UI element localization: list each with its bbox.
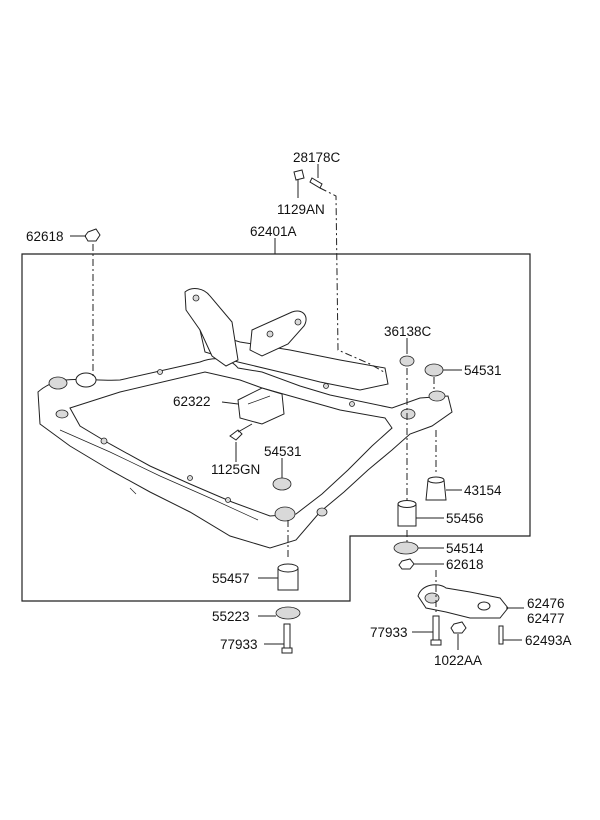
bolt-1125GN (229, 423, 253, 441)
washer-54514 (393, 541, 419, 555)
bushing-43154 (425, 476, 447, 501)
front-crossmember-62401A (37, 288, 453, 549)
bracket-62322 (237, 387, 285, 425)
label-55223: 55223 (212, 609, 250, 624)
label-62493A: 62493A (525, 633, 572, 648)
bolt-77933-center (281, 623, 293, 654)
bolt-62493A (498, 625, 504, 645)
nut-62618-bottom (398, 558, 415, 570)
assembly-group-frame (21, 253, 531, 602)
label-62618-top: 62618 (26, 229, 64, 244)
label-1022AA: 1022AA (434, 653, 482, 668)
washer-55223 (275, 606, 301, 620)
label-55457: 55457 (212, 571, 250, 586)
label-62477: 62477 (527, 611, 565, 626)
label-28178C: 28178C (293, 150, 341, 165)
label-77933-center: 77933 (220, 637, 258, 652)
label-43154: 43154 (464, 483, 502, 498)
nut-62618-top (84, 228, 101, 242)
label-36138C: 36138C (384, 324, 432, 339)
label-1129AN: 1129AN (277, 202, 325, 217)
label-54531-right: 54531 (464, 363, 502, 378)
label-55456: 55456 (446, 511, 484, 526)
bushing-55456 (397, 500, 417, 527)
bushing-55457 (277, 563, 299, 591)
label-62401A: 62401A (250, 224, 297, 239)
label-62618-bottom: 62618 (446, 557, 484, 572)
label-62322: 62322 (173, 394, 211, 409)
nut-1022AA (450, 621, 467, 634)
label-62476: 62476 (527, 596, 565, 611)
label-77933-right: 77933 (370, 625, 408, 640)
label-1125GN: 1125GN (211, 462, 260, 477)
bolt-77933-right (430, 615, 442, 646)
washer-54531-center (272, 477, 292, 491)
washer-36138C (399, 355, 415, 367)
align-line-28178C (319, 187, 385, 373)
bracket-62476-62477 (417, 584, 509, 619)
label-54514: 54514 (446, 541, 484, 556)
washer-54531-right (424, 363, 444, 377)
label-54531-center: 54531 (264, 444, 302, 459)
